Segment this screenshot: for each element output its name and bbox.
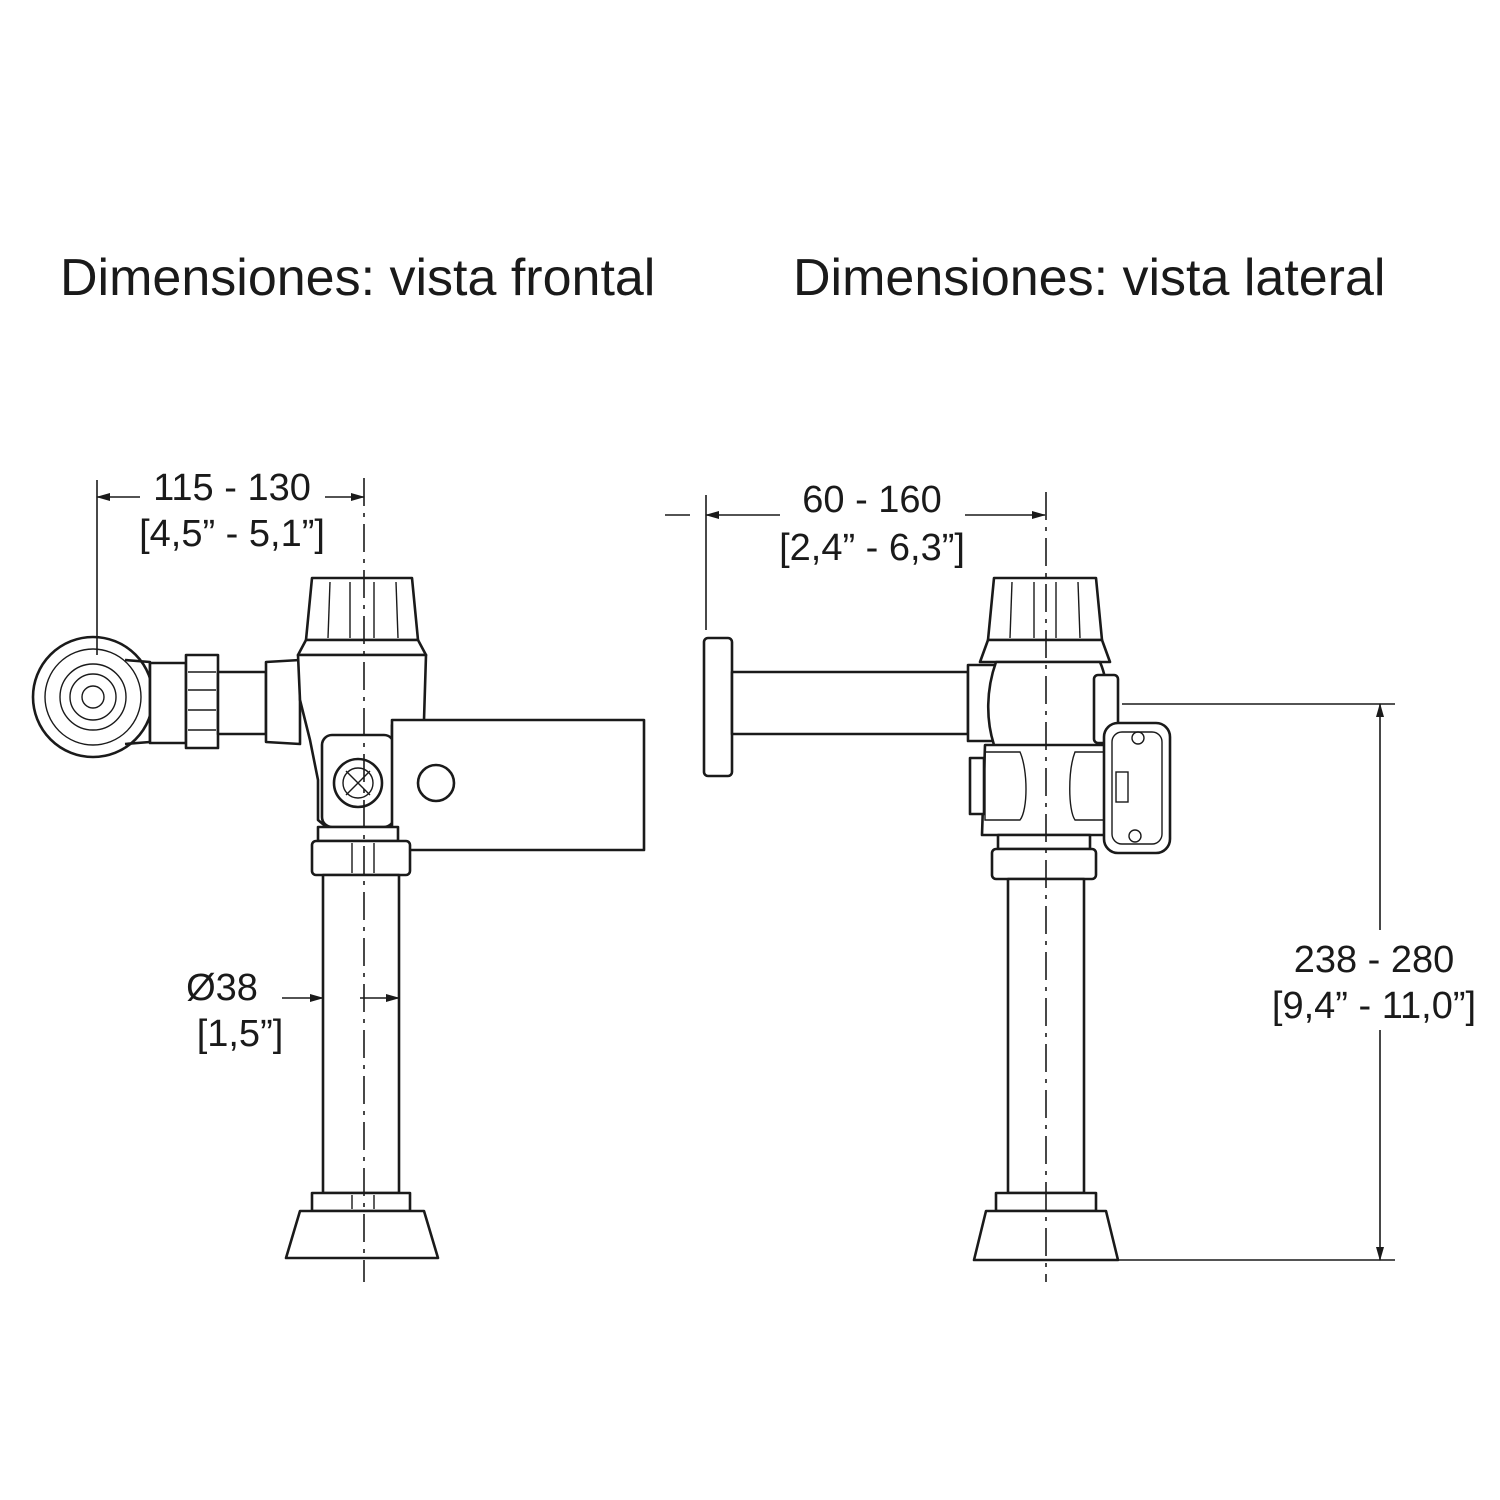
outlet-nut-side [990, 847, 1098, 881]
valve-cap-side [978, 576, 1112, 664]
dimension-pipe-diameter-inch: [1,5”] [197, 1013, 284, 1055]
sensor-eye-icon [416, 763, 456, 803]
dimension-side-height-inch: [9,4” - 11,0”] [1272, 985, 1476, 1027]
inlet-nut-front [264, 658, 302, 746]
valve-cap-front [296, 576, 428, 657]
sensor-module-side [1102, 721, 1172, 855]
control-stop-front [320, 733, 396, 829]
dimension-side-depth: 60 - 160 [2,4” - 6,3”] [665, 479, 1046, 630]
dimension-pipe-diameter: Ø38 [1,5”] [186, 967, 400, 1055]
flush-pipe-front [321, 873, 401, 1195]
side-view: 60 - 160 [2,4” - 6,3”] [665, 479, 1476, 1282]
dimension-side-depth-inch: [2,4” - 6,3”] [779, 527, 965, 569]
title-front-view: Dimensiones: vista frontal [60, 249, 655, 307]
screw-icon [1131, 731, 1145, 745]
dimension-side-height: 238 - 280 [9,4” - 11,0”] [1118, 703, 1476, 1261]
title-side-view: Dimensiones: vista lateral [793, 249, 1385, 307]
dimension-front-width-inch: [4,5” - 5,1”] [139, 513, 325, 555]
dimension-side-height-mm: 238 - 280 [1294, 939, 1455, 981]
dimension-side-depth-mm: 60 - 160 [802, 479, 941, 521]
bottom-nut-front [310, 1191, 412, 1213]
wall-flange-side [702, 636, 734, 778]
screw-icon [1128, 829, 1142, 843]
inlet-connector-front [216, 670, 268, 736]
sensor-housing-front [390, 718, 646, 852]
tail-cone-front [284, 1209, 440, 1260]
spud-coupling-front [31, 635, 220, 759]
dimension-pipe-diameter-mm: Ø38 [186, 967, 258, 1009]
dimension-front-width-mm: 115 - 130 [153, 467, 311, 509]
outlet-nut-front [310, 839, 412, 877]
front-view: 115 - 130 [4,5” - 5,1”] [31, 467, 646, 1282]
dimension-front-width: 115 - 130 [4,5” - 5,1”] [96, 467, 365, 655]
supply-tube-side [730, 670, 970, 736]
